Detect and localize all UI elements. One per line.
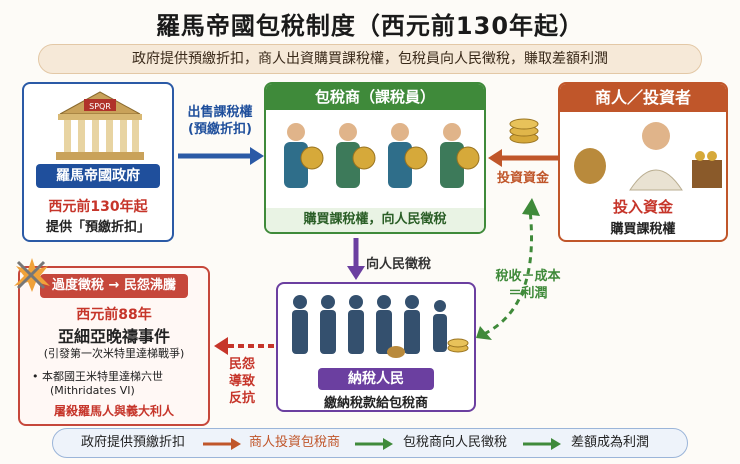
profit-arrow: [476, 198, 540, 340]
temple-label: SPQR: [89, 102, 111, 111]
investor-box: 商人／投資者 投入資金 購買課稅權: [558, 82, 728, 242]
collect-arrow: [347, 238, 365, 280]
temple-icon: SPQR: [56, 91, 144, 160]
crisis-bullet-row: • 本都國王米特里達梯六世: [32, 368, 163, 384]
people-desc: 繳納稅款給包稅商: [323, 396, 428, 411]
tax-farmers-title: 包稅商（課稅員）: [266, 84, 484, 110]
crisis-bullet3: 屠殺羅馬人與義大利人: [53, 404, 174, 418]
investor-line1: 投入資金: [612, 198, 673, 216]
flow-summary-bar: 政府提供預繳折扣 商人投資包稅商 包稅商向人民徵稅 差額成為利潤: [52, 428, 688, 458]
revolt-arrow: [214, 337, 274, 355]
profit-arrow-label: 稅收－成本 ＝利潤: [486, 268, 570, 302]
people-figures-icon: [292, 295, 469, 358]
coins-icon: [509, 118, 539, 144]
sell-arrow: [178, 147, 264, 165]
crossed-swords-icon: [14, 258, 50, 292]
government-date: 西元前130年起: [48, 199, 148, 215]
profit-line1: 稅收－成本: [495, 269, 561, 284]
crisis-event: 亞細亞晚禱事件: [57, 327, 170, 346]
flow-arrow-3-icon: [523, 438, 561, 450]
revolt-line1: 民怨: [228, 357, 255, 372]
people-box: 納稅人民 繳納稅款給包稅商: [276, 282, 476, 412]
sell-arrow-line2: (預繳折扣): [188, 122, 252, 137]
subtitle-banner: 政府提供預繳折扣，商人出資購買課稅權，包稅員向人民徵稅，賺取差額利潤: [38, 44, 702, 74]
sell-arrow-line1: 出售課稅權: [187, 105, 253, 120]
revolt-line2: 導致: [228, 374, 255, 389]
crisis-note: (引發第一次米特里達梯戰爭): [43, 347, 185, 360]
government-title: 羅馬帝國政府: [36, 164, 160, 188]
page-title: 羅馬帝國包稅制度（西元前130年起）: [155, 12, 585, 40]
flow-step3: 包稅商向人民徵稅: [403, 435, 508, 450]
revolt-line3: 反抗: [228, 391, 255, 406]
invest-arrow: [488, 149, 558, 167]
investor-title: 商人／投資者: [560, 84, 726, 112]
government-box: SPQR 羅馬帝國政府 西元前130年起 提供「預繳折扣」: [22, 82, 174, 242]
tax-farmers-box: 包稅商（課稅員） 購買課稅權，向人民徵稅: [264, 82, 486, 234]
sell-arrow-label: 出售課稅權 (預繳折扣): [174, 104, 266, 138]
government-desc: 提供「預繳折扣」: [45, 220, 150, 235]
flow-arrow-1-icon: [203, 438, 241, 450]
flow-step1: 政府提供預繳折扣: [81, 435, 186, 450]
revolt-arrow-label: 民怨 導致 反抗: [214, 356, 270, 407]
invest-arrow-label: 投資資金: [496, 171, 549, 186]
flow-arrow-2-icon: [355, 438, 393, 450]
bullet-dot-icon: •: [32, 370, 39, 383]
flow-step2: 商人投資包稅商: [249, 435, 341, 450]
tax-farmers-desc: 購買課稅權，向人民徵稅: [266, 208, 484, 232]
crisis-date: 西元前88年: [76, 307, 152, 323]
investor-icon: [574, 122, 722, 191]
crisis-box: 過度徵稅 → 民怨沸騰 西元前88年 亞細亞晚禱事件 (引發第一次米特里達梯戰爭…: [18, 266, 210, 426]
investor-line2: 購買課稅權: [610, 222, 676, 237]
crisis-bullet1: 本都國王米特里達梯六世: [42, 370, 163, 383]
people-title: 納稅人民: [318, 368, 434, 390]
tax-farmers-figures-icon: [284, 123, 480, 188]
collect-arrow-label: 向人民徵稅: [366, 257, 432, 272]
profit-line2: ＝利潤: [508, 286, 548, 301]
crisis-header: 過度徵稅 → 民怨沸騰: [40, 274, 188, 298]
crisis-bullet2: (Mithridates VI): [50, 384, 135, 397]
flow-step4: 差額成為利潤: [571, 435, 650, 450]
